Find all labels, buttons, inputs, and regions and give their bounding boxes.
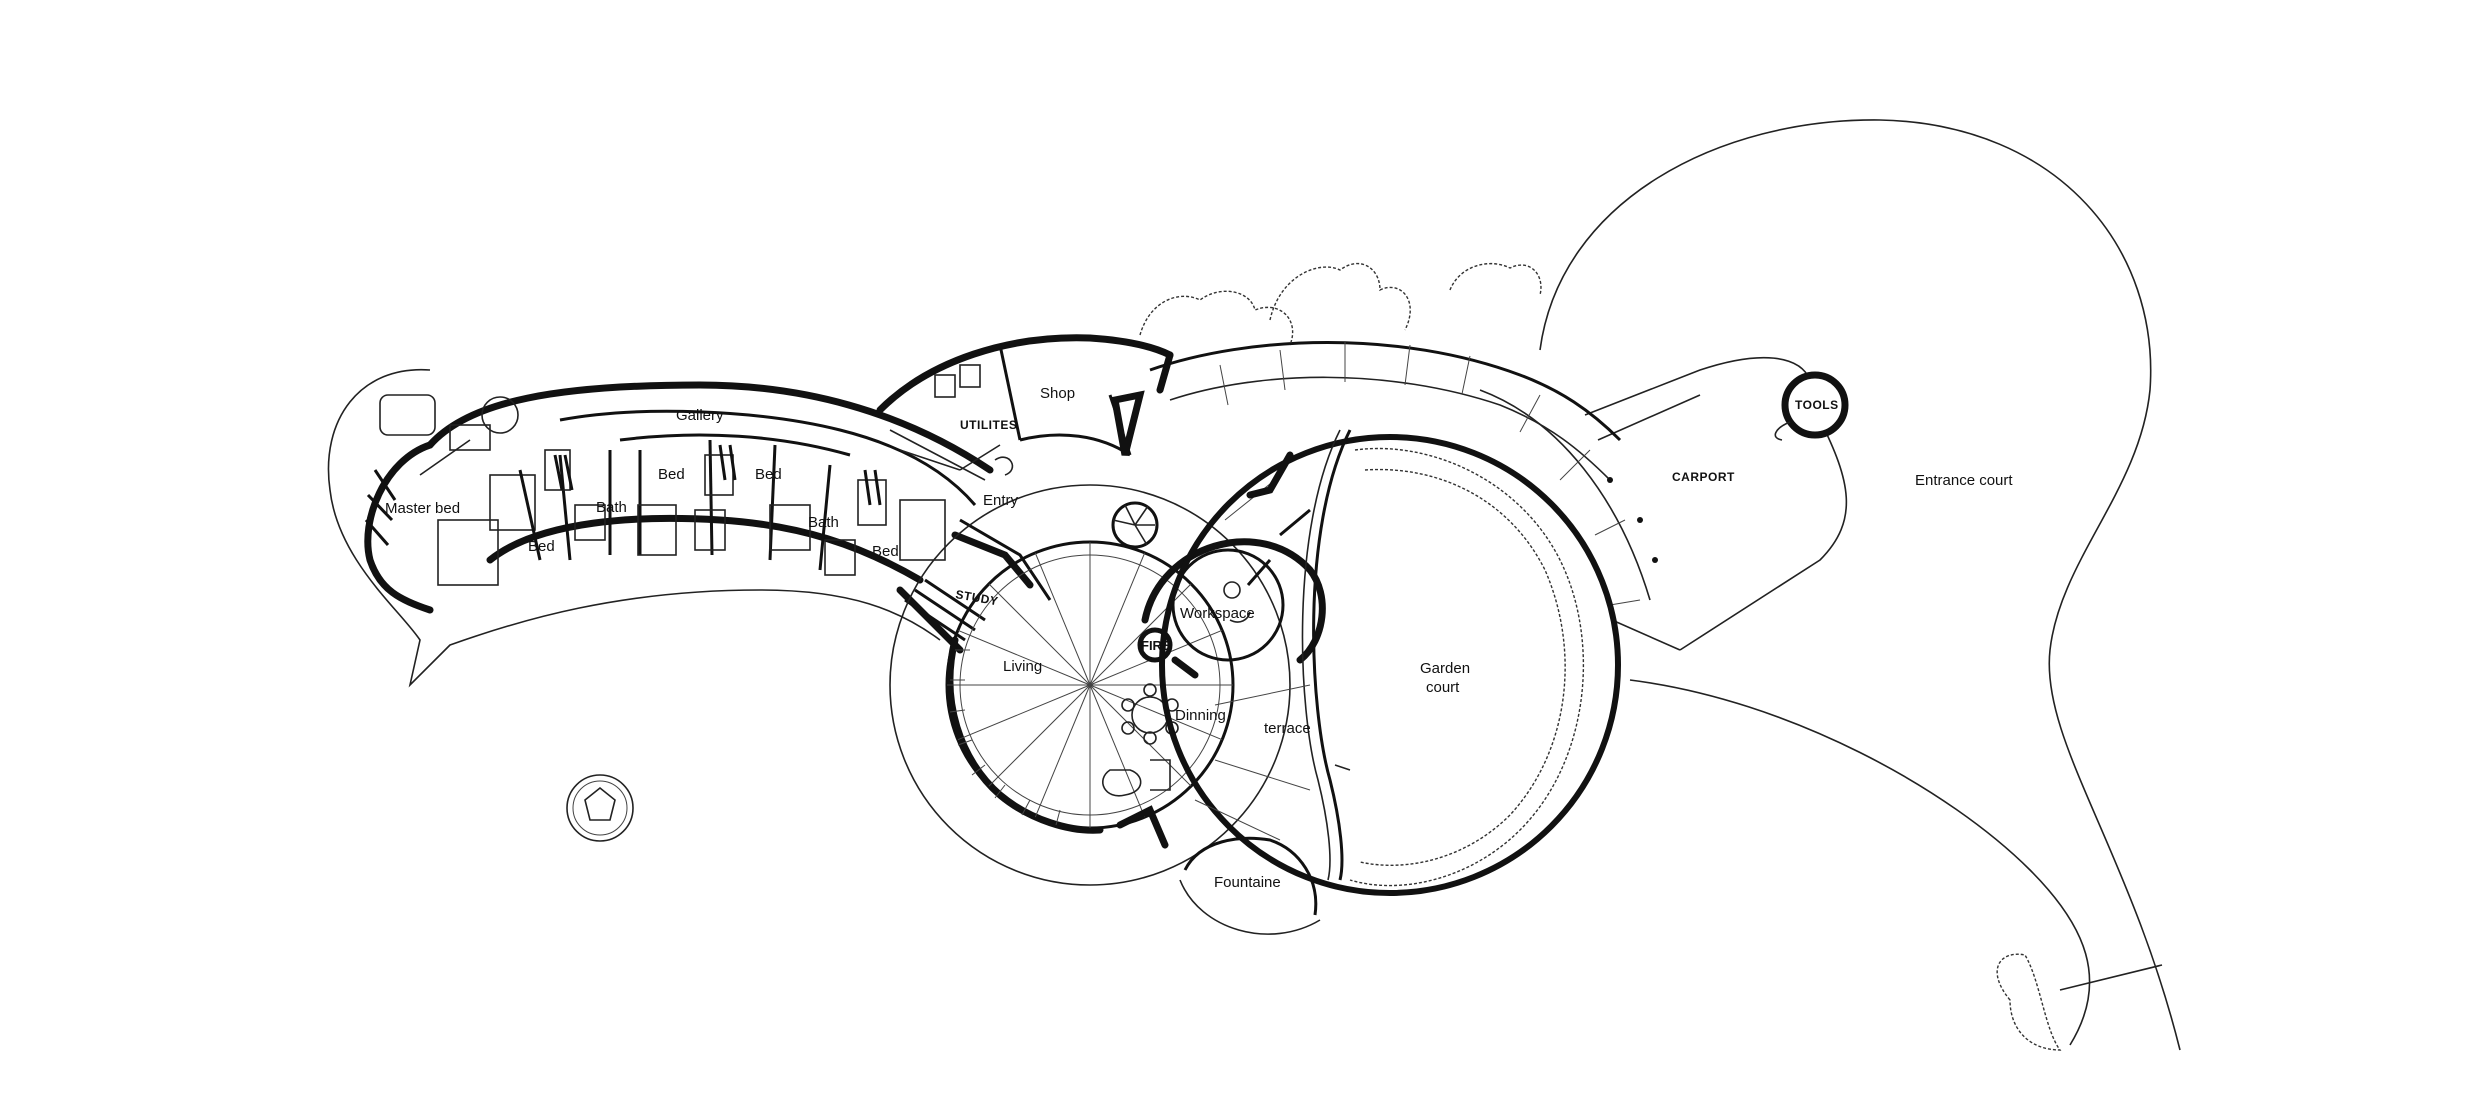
living-circle [889, 484, 1291, 886]
entrance-court-label: Entrance court [1915, 472, 2013, 489]
living-radial-line [1034, 552, 1091, 686]
bed-4-label: Bed [872, 543, 899, 560]
bed-3-label: Bed [755, 466, 782, 483]
living-radial-line [957, 684, 1091, 741]
workspace-label: Workspace [1180, 605, 1255, 622]
living-radial-line [1089, 552, 1146, 686]
living-radial-line [1089, 684, 1192, 787]
living-radial-line [957, 629, 1091, 686]
living-radial-lines [947, 542, 1233, 828]
tools-label: TOOLS [1795, 398, 1839, 412]
carport-label: CARPORT [1672, 470, 1735, 484]
planter-circle [566, 774, 634, 842]
garden-court [1159, 429, 1621, 896]
fire-label: FIRE [1141, 638, 1171, 653]
tools-closet [1774, 371, 1849, 441]
gallery-label: Gallery [676, 407, 724, 424]
trees-north [1139, 262, 1542, 346]
living-radial-line [1089, 684, 1223, 741]
master-bed-label: Master bed [385, 500, 460, 517]
bath-1-label: Bath [596, 499, 627, 516]
shop-utilities [876, 334, 1174, 481]
utilities-label: UTILITES [960, 418, 1017, 432]
living-label: Living [1003, 658, 1042, 675]
living-radial-line [1034, 684, 1091, 818]
living-radial-line [1089, 583, 1192, 686]
entry-stair [951, 456, 1159, 601]
bedroom-wing [327, 368, 994, 688]
bed-2-label: Bed [658, 466, 685, 483]
room-labels: Gallery Master bed Bed Bath Bed Bed Bath… [385, 385, 2013, 891]
living-radial-line [988, 583, 1091, 686]
living-radial-line [1089, 684, 1146, 818]
bath-2-label: Bath [808, 514, 839, 531]
entrance-court-boundary [1539, 119, 2181, 1051]
dinning-label: Dinning [1175, 707, 1226, 724]
garden-court-label-line1: Garden [1420, 660, 1470, 677]
covered-walkway [1149, 341, 1658, 606]
terrace-label: terrace [1264, 720, 1311, 737]
garden-court-label-line2: court [1426, 679, 1460, 696]
shop-label: Shop [1040, 385, 1075, 402]
bed-1-label: Bed [528, 538, 555, 555]
fountaine [1179, 836, 1321, 935]
living-radial-line [988, 684, 1091, 787]
entry-label: Entry [983, 492, 1019, 509]
fountaine-label: Fountaine [1214, 874, 1281, 891]
